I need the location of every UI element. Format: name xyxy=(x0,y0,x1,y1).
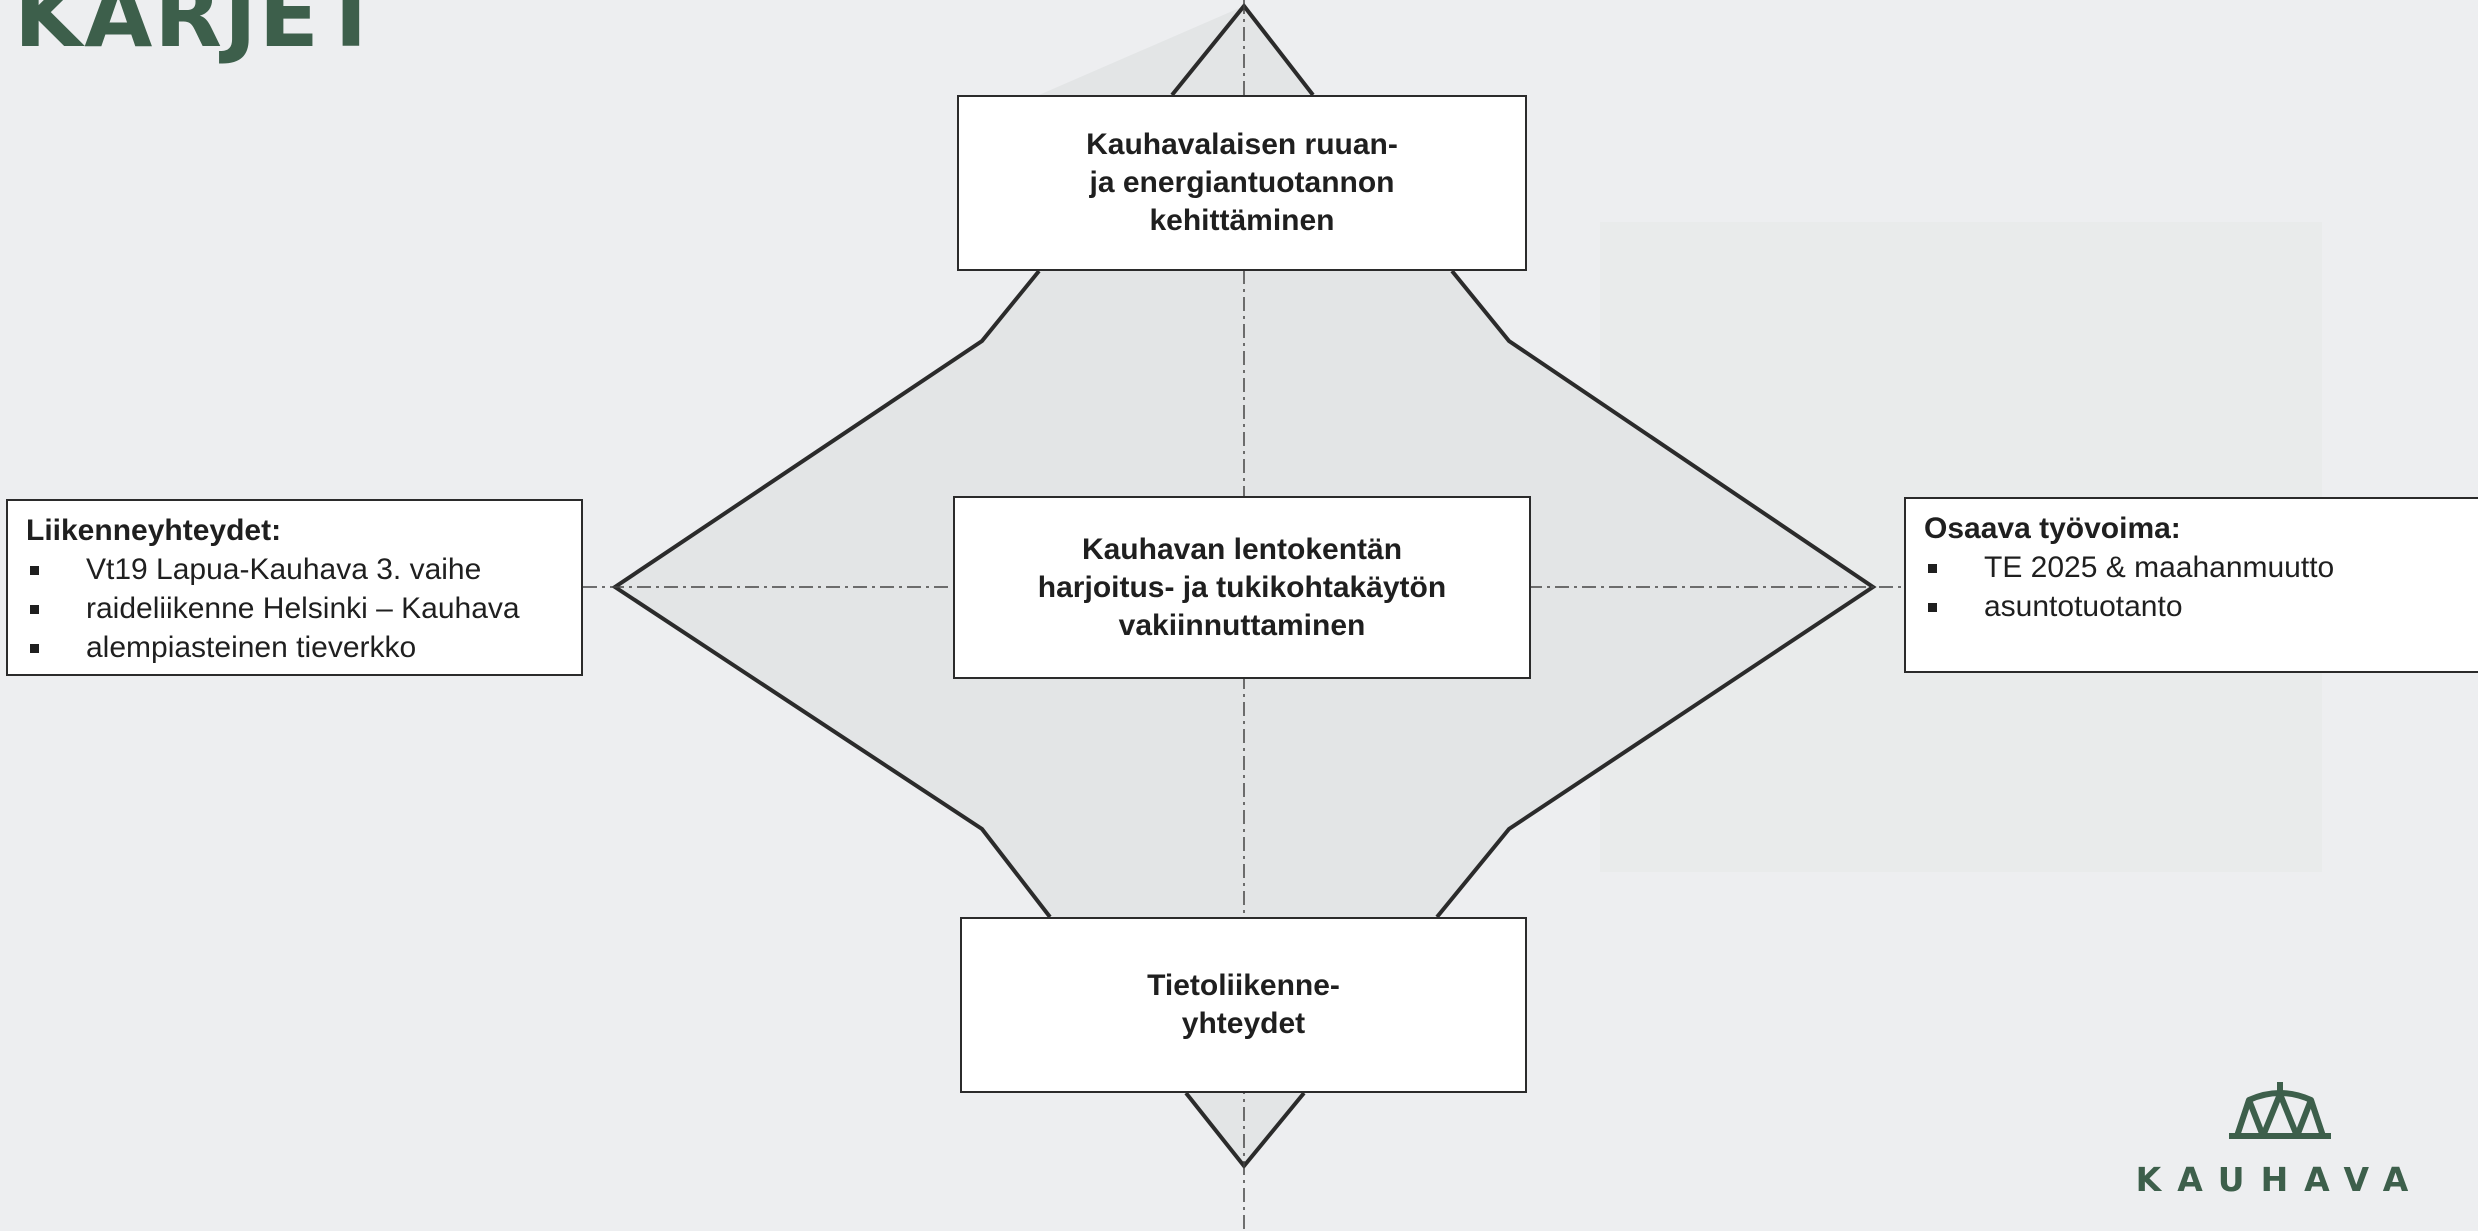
kauhava-logo: KAUHAVA xyxy=(2135,1080,2425,1199)
left-heading: Liikenneyhteydet: xyxy=(26,514,282,547)
list-item: Vt19 Lapua-Kauhava 3. vaihe xyxy=(26,550,563,589)
bridge-logo-icon xyxy=(2229,1082,2331,1139)
right-goal-box: Osaava työvoima: TE 2025 & maahanmuutto … xyxy=(1904,497,2478,673)
left-goal-box: Liikenneyhteydet: Vt19 Lapua-Kauhava 3. … xyxy=(6,499,583,676)
logo-text: KAUHAVA xyxy=(2135,1160,2425,1199)
center-goal-text: Kauhavan lentokentän harjoitus- ja tukik… xyxy=(1037,532,1447,642)
list-item: raideliikenne Helsinki – Kauhava xyxy=(26,589,563,628)
left-list: Vt19 Lapua-Kauhava 3. vaihe raideliikenn… xyxy=(26,550,563,667)
top-goal-text: Kauhavalaisen ruuan- ja energiantuotanno… xyxy=(1086,128,1398,237)
right-heading: Osaava työvoima: xyxy=(1924,512,2181,545)
right-list: TE 2025 & maahanmuutto asuntotuotanto xyxy=(1924,548,2474,626)
top-goal-box: Kauhavalaisen ruuan- ja energiantuotanno… xyxy=(957,95,1527,271)
list-item: alempiasteinen tieverkko xyxy=(26,628,563,667)
list-item: asuntotuotanto xyxy=(1924,587,2474,626)
list-item: TE 2025 & maahanmuutto xyxy=(1924,548,2474,587)
center-goal-box: Kauhavan lentokentän harjoitus- ja tukik… xyxy=(953,496,1531,679)
bottom-goal-box: Tietoliikenne- yhteydet xyxy=(960,917,1527,1093)
bottom-goal-text: Tietoliikenne- yhteydet xyxy=(1147,969,1340,1040)
slide-title: KÄRJET xyxy=(14,0,383,67)
